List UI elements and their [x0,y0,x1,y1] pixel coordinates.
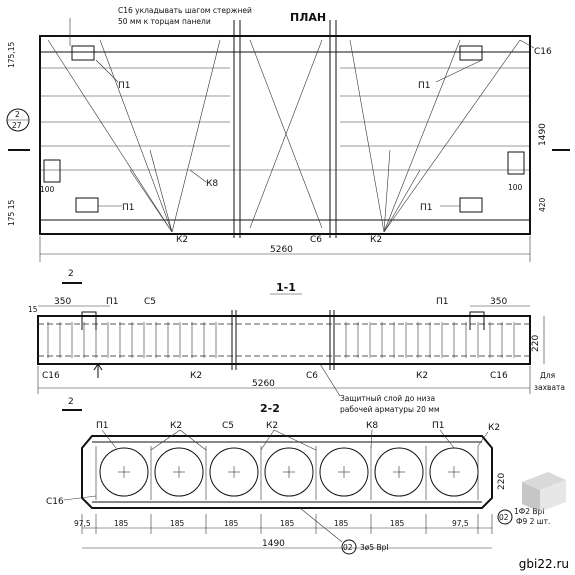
section11-label-c16-right: С16 [490,371,508,381]
section11-label-c16-left: С16 [42,371,60,381]
section22-label-k8: К8 [366,421,378,431]
watermark-text: gbi22.ru [518,557,569,571]
section11-note-protect2: рабочей арматуры 20 мм [340,405,440,414]
section11-label-c5: С5 [144,297,156,307]
plan-label-c16: С16 [534,47,552,57]
plan-dim-1490: 1490 [538,123,548,146]
section11-label-k2-right: К2 [416,371,428,381]
plan-dim-420: 420 [538,197,547,212]
plan-section-mark: 2 [68,269,74,279]
section22-dim-0: 97,5 [74,519,91,528]
section11-label-p1-right: П1 [436,297,449,307]
plan-title: ПЛАН [290,11,326,24]
section22-ref-note3: Ф9 2 шт. [516,517,550,526]
section11-note-protect1: Защитный слой до низа [340,394,435,403]
section22-dim-1: 185 [114,519,129,528]
section22-ref-note2: 1Ф2 ВрI [514,507,545,516]
section22-label-c5: С5 [222,421,234,431]
plan-label-p1-bottom-right: П1 [420,203,433,213]
section-1-1: 1-1 [28,281,565,414]
plan-label-p1-top-left: П1 [118,81,131,91]
section22-ref-note: 3ø5 ВрI [360,543,389,552]
section11-dim-350-right: 350 [490,297,507,307]
plan-ref-circle-top: 2 [15,110,20,119]
section11-label-p1-left: П1 [106,297,119,307]
section11-note-grip1: Для [540,371,555,380]
section22-label-k2-b: К2 [266,421,278,431]
section11-section-mark: 2 [68,397,74,407]
plan-ref-circle-bottom: 27 [12,121,22,130]
section11-outline [37,315,531,365]
section22-ref-circle [341,539,357,555]
section22-dim-1490: 1490 [262,539,285,549]
section22-ref-circle-label: 02 [343,543,353,552]
section11-dim-15: 15 [28,305,38,314]
section11-label-c6: С6 [306,371,318,381]
section11-title: 1-1 [276,281,296,294]
plan-label-k2-left: К2 [176,235,188,245]
section22-label-c16: С16 [46,497,64,507]
section-2-2: 2-2 [46,402,550,555]
section11-dim-5260: 5260 [252,379,275,389]
section22-dim-6: 185 [390,519,405,528]
plan-note-line2: 50 мм к торцам панели [118,17,211,26]
plan-view: ПЛАН С16 укладывать шагом стержней 50 мм… [6,6,570,284]
section22-dim-7: 97,5 [452,519,469,528]
section22-dim-3: 185 [224,519,239,528]
plan-dim-175-15: 175 15 [7,200,16,226]
plan-note-line1: С16 укладывать шагом стержней [118,6,252,15]
plan-label-k8: К8 [206,179,218,189]
plan-label-p1-bottom-left: П1 [122,203,135,213]
hollow-cores [99,447,479,497]
plan-outline [39,35,531,235]
plan-dim-100-left: 100 [40,185,55,194]
plan-label-k2-right: К2 [370,235,382,245]
section22-dim-4: 185 [280,519,295,528]
plan-dim-100-right: 100 [508,183,523,192]
plan-label-p1-top-right: П1 [418,81,431,91]
section11-dim-220: 220 [531,335,541,352]
section11-note-grip2: захвата [534,383,565,392]
section22-dim-5: 185 [334,519,349,528]
section11-dim-350-left: 350 [54,297,71,307]
section22-label-p1-right: П1 [432,421,445,431]
section22-outline [81,435,493,509]
section22-title: 2-2 [260,402,280,415]
section22-dim-220: 220 [497,473,507,490]
section11-label-k2-left: К2 [190,371,202,381]
watermark-logo-icon [522,472,566,512]
plan-label-c6: С6 [310,235,322,245]
section22-ref-circle-right [497,509,513,525]
section22-dim-2: 185 [170,519,185,528]
section22-label-k2-a: К2 [170,421,182,431]
section22-label-p1-left: П1 [96,421,109,431]
plan-dim-top: 175,15 [7,42,16,68]
section22-ref-circle-right-label: 02 [499,513,509,522]
section22-label-k2-c: К2 [488,423,500,433]
plan-dim-5260: 5260 [270,245,293,255]
